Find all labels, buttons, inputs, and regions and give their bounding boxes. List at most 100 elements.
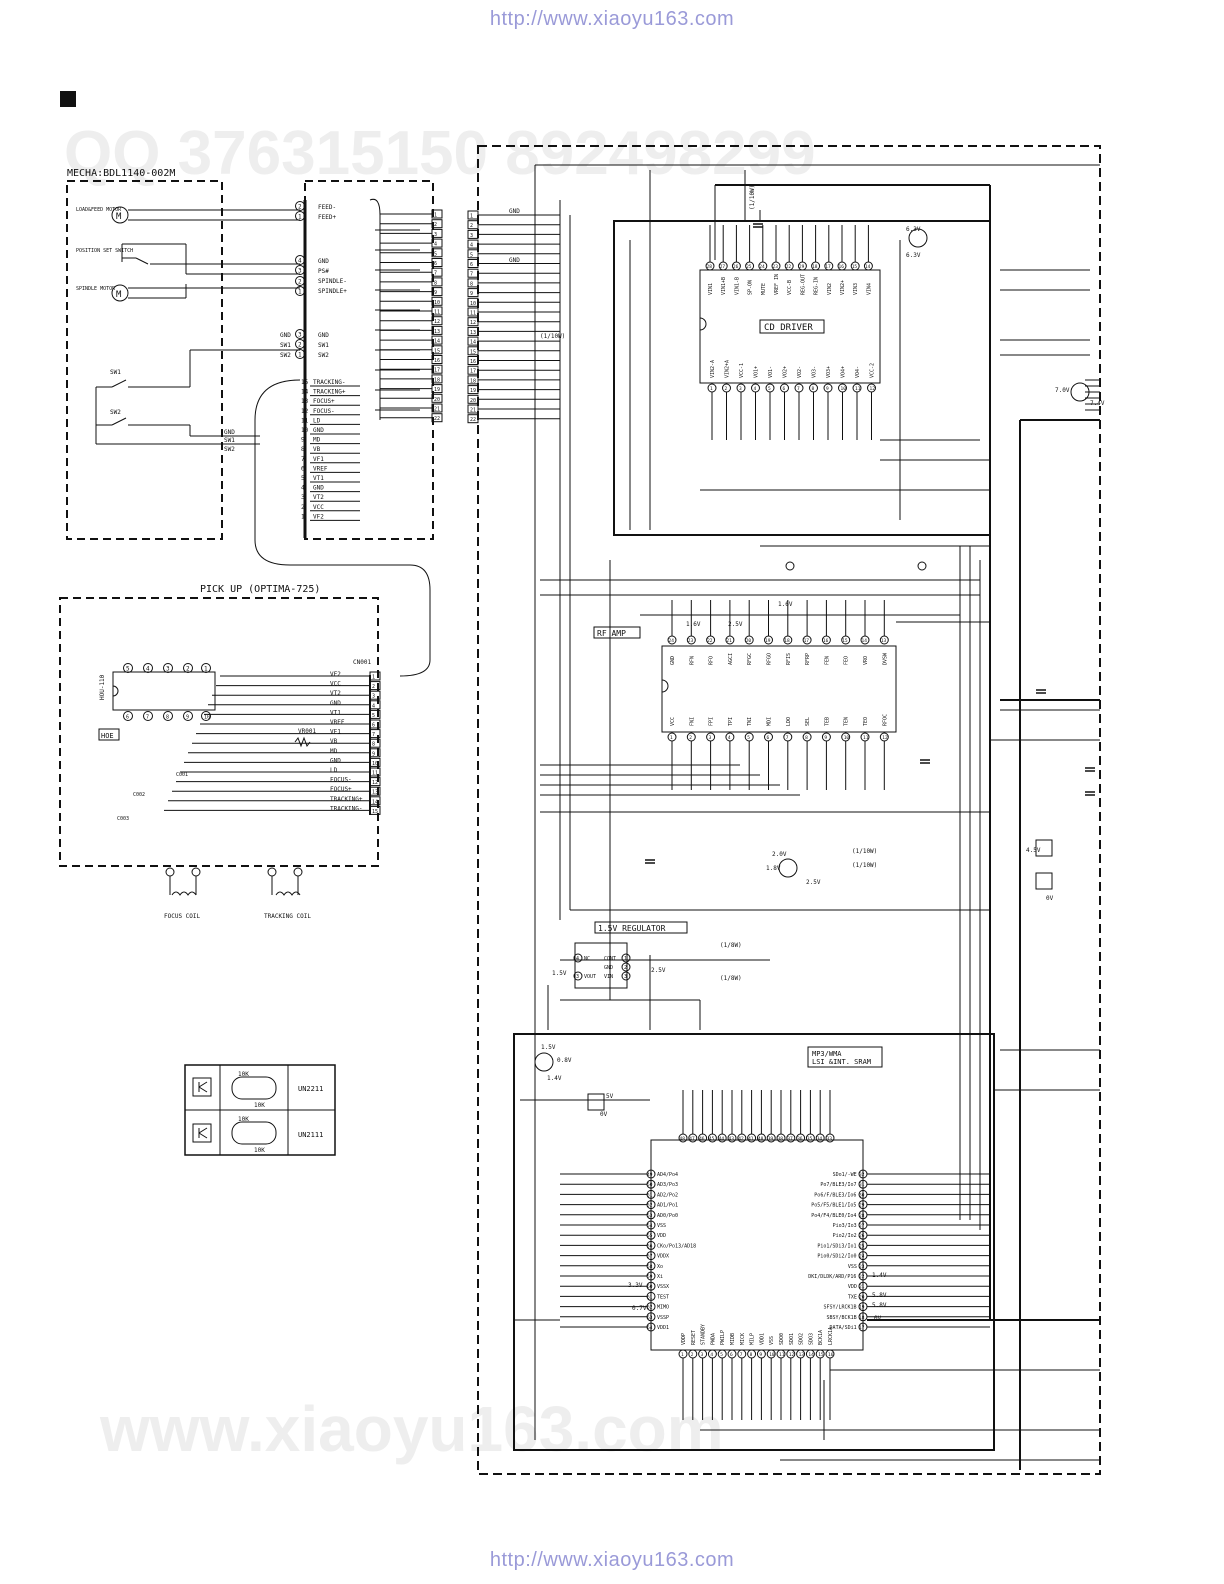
rf-amp-pin-number: 24 [669,638,675,644]
connector-right-pin-number: 14 [434,339,440,345]
voltage-label: 0V [1046,895,1054,902]
pickup-ic-pin [183,663,193,673]
sw-side-gnd: GND [224,429,235,436]
res-note-1: (1/10W) [749,185,756,210]
svg-text:M: M [116,290,122,300]
footer-url[interactable]: http://www.xiaoyu163.com [489,1549,735,1571]
connector-right-pin-number: 22 [434,416,440,422]
rf-amp-pin-label: FEN [824,656,830,665]
rf-amp-pin-label: FEO [844,656,850,665]
rf-amp-pin-number: 17 [804,638,810,644]
voltage-label: 0.7V [632,1305,647,1312]
connector-pin [295,349,305,359]
regulator-title: 1.5V REGULATOR [598,924,666,933]
main-connector-pin-number: 21 [470,408,476,414]
main-connector-pin-number: 6 [470,262,473,268]
regulator-pin-number: 4 [576,956,579,962]
lsi-pin-number: 33 [827,1136,833,1142]
voltage-label: 5.8V [872,1292,887,1299]
lsi-pin-number: 64 [647,1325,653,1331]
lsi-pin-number: 51 [647,1192,653,1198]
lsi-pin-label: DKI/DLDK/ARD/P16 [808,1274,856,1280]
lsi-pin-number: 10 [769,1352,775,1358]
lsi-pin-number: 44 [719,1136,725,1142]
pickup-connector-pin-number: 14 [372,799,378,805]
main-connector-pin-number: 3 [470,233,473,239]
connector-right-pin-number: 5 [434,251,437,257]
rf-amp-pin-label: TPI [728,717,734,726]
voltage-label: 4.5V [1026,847,1041,854]
pickup-ic-pin-number: 8 [166,715,169,721]
cd-driver-pin-label: VCC-B [787,280,793,295]
lsi-pin-label: VDDP [681,1333,687,1345]
hou-110-ic [112,671,216,711]
lsi-pin-number: 31 [859,1182,865,1188]
connector-pin [295,276,305,286]
connector-right-pin-number: 16 [434,358,440,364]
lsi-pin-number: 42 [738,1136,744,1142]
pickup-connector-pin-number: 11 [372,771,378,777]
connector-right-pin-number: 4 [434,242,437,248]
rf-amp-pin-label: VRO [863,656,869,665]
lsi-pin-number: 21 [859,1284,865,1290]
res-note-5: (1/8W) [720,942,742,949]
lsi-pin-number: 30 [859,1192,865,1198]
pickup-ic-pin [183,711,193,721]
rf-amp-pin-number: 14 [862,638,868,644]
main-connector-pin-number: 5 [470,252,473,258]
cd-driver-pin-number: 8 [812,386,815,392]
legend-r2: 10K [238,1116,249,1123]
cd-driver-pin-number: 24 [759,264,765,270]
lsi-pin-number: 25 [859,1243,865,1249]
main-connector-pin-number: 18 [470,378,476,384]
connector-right-pin-number: 1 [434,213,437,219]
lsi-pin-number: 58 [647,1264,653,1270]
position-switch-label: POSITION SET SWITCH [76,248,133,254]
lsi-pin-label: SDO2 [799,1333,805,1345]
lsi-pin-number: 16 [828,1352,834,1358]
wire-sw1: SW1 [318,342,329,349]
voltage-label: 6.3V [906,252,921,259]
side-sw2: SW2 [280,352,291,359]
regulator-pin-label: VIN [604,974,613,980]
pickup-line-label: VREF [330,719,345,726]
cd-driver-pin-number: 10 [841,386,847,392]
rf-amp-pin-label: RFO [709,656,715,665]
regulator-pin-number: 3 [576,974,579,980]
connector-pin-number: 1 [298,289,302,296]
rf-amp-pin-number: 4 [728,735,731,741]
res-note-3: (1/10W) [852,848,877,855]
c001-label: C001 [176,772,188,778]
lsi-pin-label: Xi [657,1274,663,1280]
lsi-pin-number: 24 [859,1254,865,1260]
regulator-pin [621,953,631,963]
cd-driver-pin-number: 9 [826,386,829,392]
sw1-label: SW1 [110,369,121,376]
rf-amp-pin-number: 21 [726,638,732,644]
lsi-pin-number: 4 [710,1352,713,1358]
rf-amp-pin-label: TEO [863,717,869,726]
lsi-pin-label: Pio3/Io3 [833,1223,857,1229]
lsi-pin-label: Po5/F5/BLE1/Io5 [811,1203,856,1209]
flat-pin-number: 1 [301,513,305,520]
regulator-ic [574,942,628,989]
wire-gnd: GND [318,258,329,265]
regulator-pin-label: VOUT [584,974,596,980]
lsi-pin-label: CKo/Po13/AD18 [657,1243,696,1249]
cd-driver-pin-label: VIN3 [853,283,859,295]
transistor-legend: 10K 10K 10K 10K UN2211 UN2111 [184,1064,336,1156]
connector-right-pin-number: 12 [434,319,440,325]
connector-pin [295,286,305,296]
cd-driver-pin-number: 5 [768,386,771,392]
main-connector-pin-number: 10 [470,301,476,307]
voltage-label: 5V [606,1093,614,1100]
header-url[interactable]: http://www.xiaoyu163.com [489,8,735,30]
main-connector-pin-number: 9 [470,291,473,297]
cd-driver-pin-number: 4 [754,386,757,392]
lsi-pin-label: MILP [750,1333,756,1345]
c002-label: C002 [133,792,145,798]
pickup-ic-pin [143,711,153,721]
